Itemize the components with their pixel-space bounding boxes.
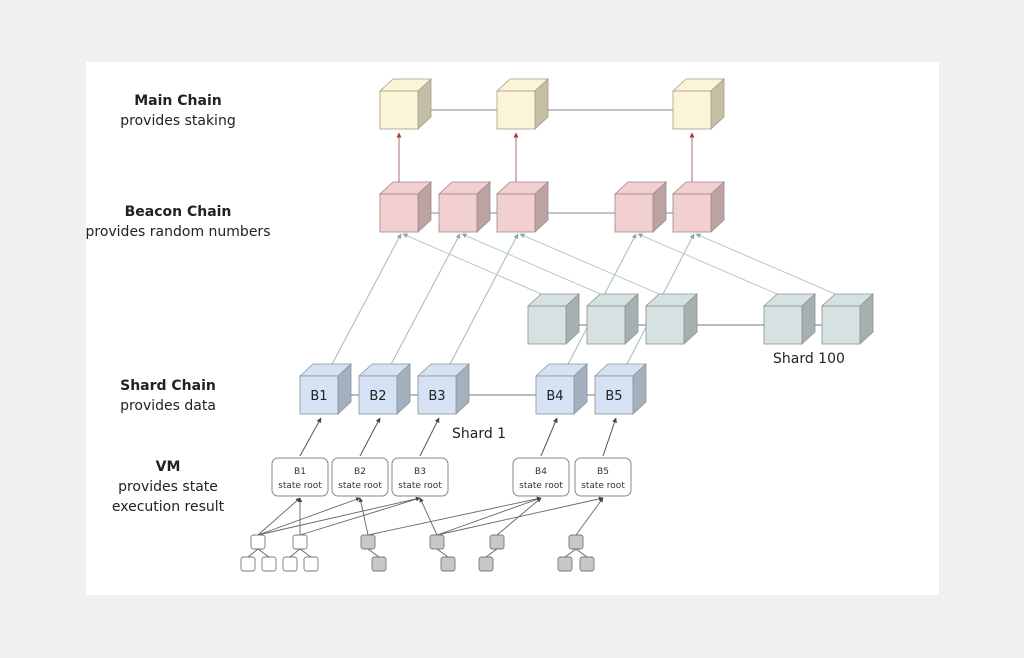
shard-1-block-b4: B4 [534,363,589,415]
shard-1-block-b4-label: B4 [546,389,563,404]
tree-leaf-9 [579,556,595,572]
tree-node-5 [489,534,505,550]
state-root-text: state root [519,481,563,491]
shard-1-block-b2-label: B2 [369,389,386,404]
tree-node-1 [250,534,266,550]
tree-node-6 [568,534,584,550]
state-root-text: state root [338,481,382,491]
state-root-block-label: B4 [535,467,547,477]
tree-node-2 [292,534,308,550]
tree-leaf-3 [282,556,298,572]
state-root-block-label: B3 [414,467,426,477]
tree-node-4 [429,534,445,550]
beacon-chain-block-2 [437,181,492,233]
shard-1-block-b5: B5 [593,363,648,415]
main-chain-block-3 [671,78,726,130]
shard-chain-label: Shard Chain provides data [98,376,238,416]
beacon-chain-block-4 [613,181,668,233]
state-root-b1: B1 state root [271,457,329,497]
tree-leaf-8 [557,556,573,572]
shard-1-block-b1: B1 [298,363,353,415]
state-root-text: state root [398,481,442,491]
tree-leaf-7 [478,556,494,572]
tree-leaf-6 [440,556,456,572]
state-root-text: state root [581,481,625,491]
state-root-b2: B2 state root [331,457,389,497]
shard-100-block-1 [526,293,581,345]
shard-1-label: Shard 1 [452,426,506,442]
state-root-block-label: B5 [597,467,609,477]
beacon-chain-title: Beacon Chain [124,204,232,220]
state-root-block-label: B1 [294,467,306,477]
shard-1-block-b3-label: B3 [428,389,445,404]
main-chain-block-2 [495,78,550,130]
vm-subtitle-2: execution result [111,499,225,515]
shard-1-block-b2: B2 [357,363,412,415]
shard-100-block-2 [585,293,640,345]
beacon-chain-block-5 [671,181,726,233]
main-chain-subtitle: provides staking [120,113,236,129]
main-chain-label: Main Chain provides staking [98,91,258,131]
state-root-b5: B5 state root [574,457,632,497]
shard-100-block-3 [644,293,699,345]
chain-blocks: B1 B2 B3 B4 B5 [298,78,875,415]
connector-lines [247,107,850,558]
shard-1-block-b3: B3 [416,363,471,415]
shard-chain-subtitle: provides data [120,398,216,414]
shard-100-label: Shard 100 [773,351,845,367]
beacon-chain-label: Beacon Chain provides random numbers [78,202,278,242]
state-root-b3: B3 state root [391,457,449,497]
tree-node-3 [360,534,376,550]
shard-100-block-5 [820,293,875,345]
tree-leaf-2 [261,556,277,572]
main-chain-block-1 [378,78,433,130]
tree-leaf-5 [371,556,387,572]
shard-chain-title: Shard Chain [120,378,216,394]
vm-title: VM [155,459,181,475]
state-root-text: state root [278,481,322,491]
shard-100-block-4 [762,293,817,345]
vm-label: VM provides state execution result [98,457,238,517]
main-chain-title: Main Chain [134,93,222,109]
tree-leaf-1 [240,556,256,572]
vm-subtitle: provides state [118,479,218,495]
beacon-chain-block-3 [495,181,550,233]
state-root-b4: B4 state root [512,457,570,497]
tree-leaf-4 [303,556,319,572]
shard-1-block-b5-label: B5 [605,389,622,404]
shard-1-block-b1-label: B1 [310,389,327,404]
state-tree [240,534,595,572]
beacon-chain-block-1 [378,181,433,233]
state-root-boxes: B1 state root B2 state root B3 state root B4 st… [271,457,632,497]
beacon-chain-subtitle: provides random numbers [85,224,271,240]
state-root-block-label: B2 [354,467,366,477]
